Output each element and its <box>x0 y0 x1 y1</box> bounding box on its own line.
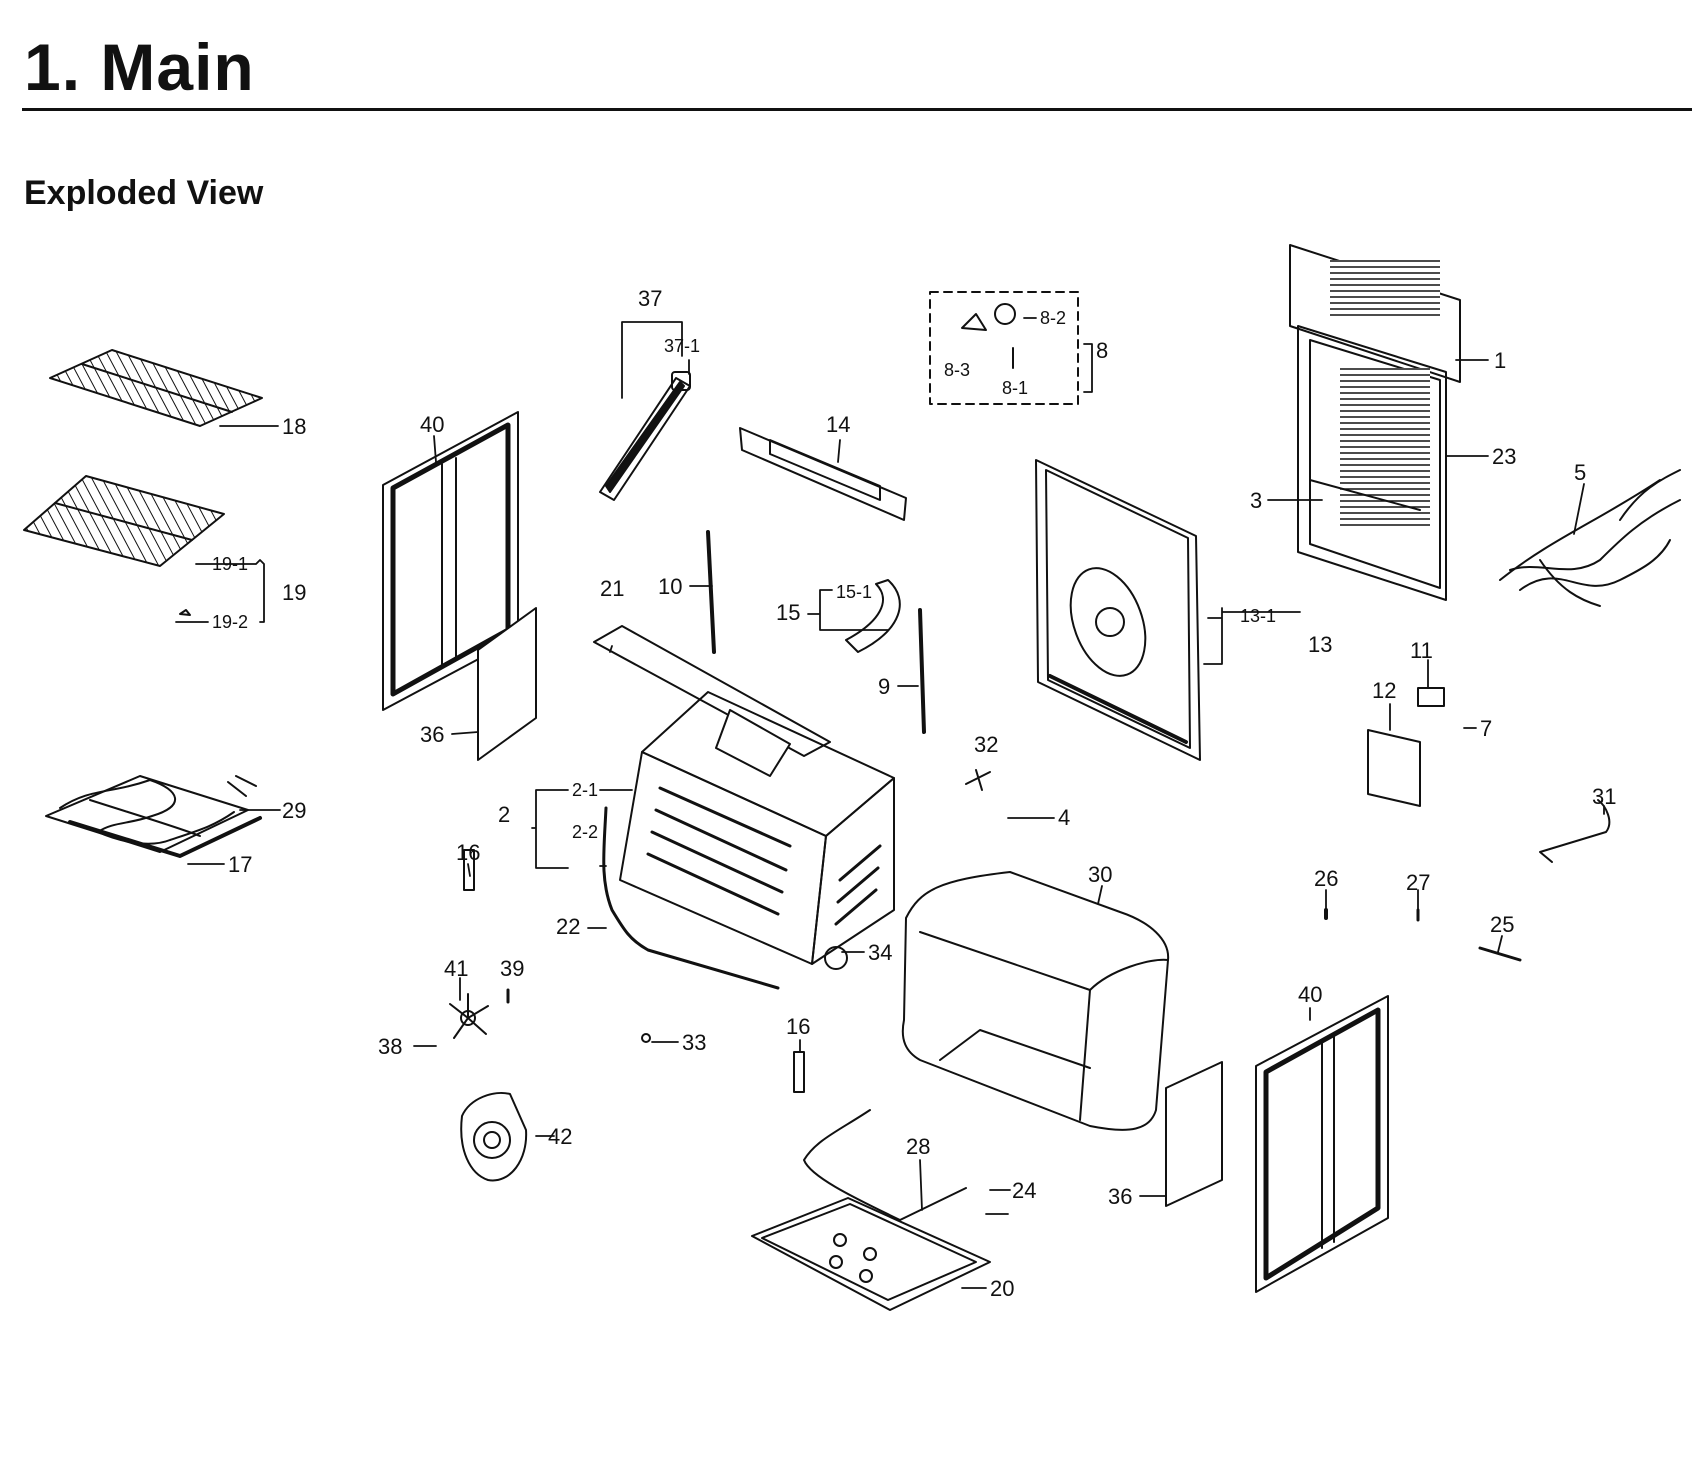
callout-10: 10 <box>658 574 682 599</box>
outer-wrap <box>901 871 1170 1131</box>
callout-2: 2 <box>498 802 510 827</box>
bracket-15 <box>845 579 901 653</box>
callout-21: 21 <box>600 576 624 601</box>
callout-30: 30 <box>1088 862 1112 887</box>
callout-36b: 36 <box>1108 1184 1132 1209</box>
wire-31 <box>1539 799 1611 863</box>
callout-18: 18 <box>282 414 306 439</box>
callout-39: 39 <box>500 956 524 981</box>
callout-2-1: 2-1 <box>572 780 598 800</box>
rod-25 <box>1478 946 1522 962</box>
callout-40b: 40 <box>1298 982 1322 1007</box>
callout-19-2: 19-2 <box>212 612 248 632</box>
callout-37: 37 <box>638 286 662 311</box>
callout-26: 26 <box>1314 866 1338 891</box>
callout-19: 19 <box>282 580 306 605</box>
callout-9: 9 <box>878 674 890 699</box>
back-panel-assembly <box>1289 244 1461 601</box>
knob-34 <box>824 946 848 970</box>
callout-40a: 40 <box>420 412 444 437</box>
callout-41: 41 <box>444 956 468 981</box>
oven-rack-18 <box>49 349 263 427</box>
callout-34: 34 <box>868 940 892 965</box>
title-divider <box>22 108 1692 111</box>
callout-15-1: 15-1 <box>836 582 872 602</box>
leader-lines <box>175 317 1605 1289</box>
hinge-receptacle-16b <box>793 1051 805 1093</box>
callout-25: 25 <box>1490 912 1514 937</box>
callout-37-1: 37-1 <box>664 336 700 356</box>
callout-3: 3 <box>1250 488 1262 513</box>
callout-17: 17 <box>228 852 252 877</box>
rod-9 <box>918 608 926 734</box>
callout-24: 24 <box>1012 1178 1036 1203</box>
door-assembly-right <box>1165 995 1389 1293</box>
callout-16b: 16 <box>786 1014 810 1039</box>
fan-cover <box>460 1092 528 1182</box>
callout-19-1: 19-1 <box>212 554 248 574</box>
callout-14: 14 <box>826 412 850 437</box>
callout-8: 8 <box>1096 338 1108 363</box>
callout-23: 23 <box>1492 444 1516 469</box>
page-title: 1. Main <box>24 30 255 104</box>
hinge-receptacle-16a <box>463 849 475 891</box>
callout-2-2: 2-2 <box>572 822 598 842</box>
callout-32: 32 <box>974 732 998 757</box>
callout-20: 20 <box>990 1276 1014 1301</box>
callout-16a: 16 <box>456 840 480 865</box>
wire-harness <box>1499 469 1681 607</box>
clip-32 <box>965 769 991 791</box>
callout-22: 22 <box>556 914 580 939</box>
callout-33: 33 <box>682 1030 706 1055</box>
callout-8-2: 8-2 <box>1040 308 1066 328</box>
rod-10 <box>706 530 716 654</box>
callout-28: 28 <box>906 1134 930 1159</box>
callout-8-1: 8-1 <box>1002 378 1028 398</box>
duct-14 <box>739 427 907 521</box>
callout-12: 12 <box>1372 678 1396 703</box>
callout-4: 4 <box>1058 805 1070 830</box>
oven-rack-19 <box>23 475 225 616</box>
callout-31: 31 <box>1592 784 1616 809</box>
callout-7: 7 <box>1480 716 1492 741</box>
convection-fan <box>449 993 489 1039</box>
callout-29: 29 <box>282 798 306 823</box>
callout-11: 11 <box>1410 638 1433 663</box>
fastener-8-2 <box>994 303 1016 325</box>
callout-5: 5 <box>1574 460 1586 485</box>
door-hinge <box>599 371 691 501</box>
callout-1: 1 <box>1494 348 1506 373</box>
oven-cavity <box>602 691 895 990</box>
broil-element <box>45 775 262 858</box>
callout-42: 42 <box>548 1124 572 1149</box>
callout-13: 13 <box>1308 632 1332 657</box>
callout-27: 27 <box>1406 870 1430 895</box>
callout-38: 38 <box>378 1034 402 1059</box>
hardware-group-box <box>929 291 1079 405</box>
bracket-12 <box>1367 729 1421 807</box>
bottom-plate <box>751 1197 991 1311</box>
callout-15: 15 <box>776 600 800 625</box>
sensor-28 <box>803 1109 967 1221</box>
section-title: Exploded View <box>24 174 264 212</box>
callout-8-3: 8-3 <box>944 360 970 380</box>
screw-33 <box>641 1033 651 1043</box>
door-assembly-left <box>382 411 537 761</box>
bracket-8-3 <box>961 313 987 331</box>
oven-back-wall <box>1035 459 1201 761</box>
callout-36a: 36 <box>420 722 444 747</box>
callout-13-1: 13-1 <box>1240 606 1276 626</box>
switch-11 <box>1417 687 1445 707</box>
